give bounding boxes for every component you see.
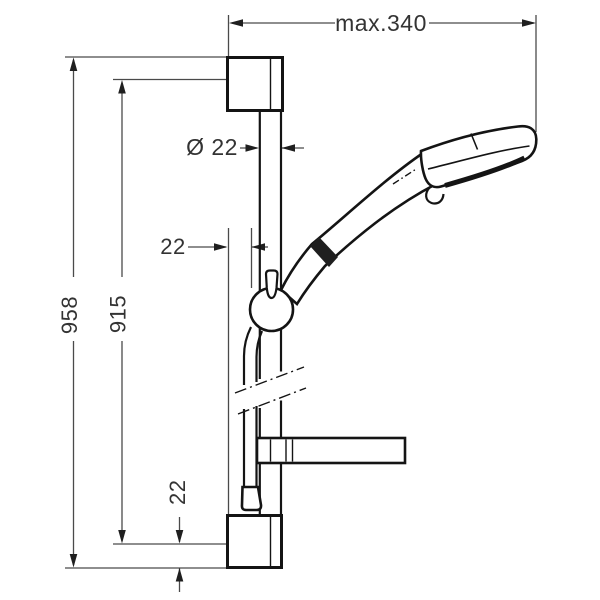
- arrowhead-down: [118, 530, 126, 544]
- bar-height-label: 915: [106, 295, 131, 333]
- head-rim-seam: [427, 145, 530, 170]
- arrowhead-right: [522, 19, 536, 27]
- arrowhead-down: [69, 554, 78, 568]
- arrowhead-left: [251, 243, 265, 251]
- handle-grip-band: [310, 237, 338, 267]
- break-line-upper: [234, 366, 305, 394]
- holder: [248, 269, 295, 333]
- soap-dish: [255, 436, 407, 465]
- dimension-wall-offset: 22: [160, 228, 268, 515]
- arrowhead-up: [69, 57, 78, 71]
- handle-centerline-mark: [392, 167, 418, 185]
- dimension-total-height: 958: [57, 56, 227, 569]
- soap-dish-body: [255, 436, 407, 465]
- handle-body: [279, 151, 438, 306]
- arrowhead-left: [281, 144, 295, 152]
- hand-shower-head: [419, 124, 538, 205]
- dimension-max-width: max.340: [227, 10, 537, 132]
- arrowhead-left: [229, 19, 243, 27]
- head-bottom-lip: [425, 186, 445, 205]
- holder-release-clip: [264, 269, 279, 300]
- hose-right-edge-upper: [255, 330, 264, 382]
- dimension-bottom-offset: 22: [165, 480, 190, 592]
- break-symbol: [234, 366, 307, 415]
- hose-conical-nut: [240, 485, 263, 512]
- hose-left-edge-upper: [242, 326, 252, 385]
- arrowhead-right: [245, 144, 259, 152]
- wall-offset-label: 22: [160, 234, 185, 259]
- arrowhead-right: [214, 243, 228, 251]
- arrowhead-down: [175, 530, 184, 544]
- arrowhead-up: [175, 568, 184, 582]
- break-line-lower: [237, 387, 307, 415]
- head-top-seam: [470, 133, 479, 150]
- top-wall-bracket: [226, 56, 284, 112]
- arrowhead-up: [118, 80, 126, 94]
- max-width-label: max.340: [335, 10, 427, 36]
- shower-rail-set: [226, 56, 538, 569]
- spray-face-shaded-edge: [444, 155, 526, 188]
- bottom-offset-label: 22: [165, 480, 190, 505]
- top-bracket-body: [226, 56, 284, 112]
- bottom-bracket-body: [226, 514, 283, 569]
- hand-shower-handle: [279, 151, 438, 306]
- total-height-label: 958: [57, 296, 82, 334]
- bottom-wall-bracket: [226, 514, 283, 569]
- bar-diameter-label: Ø 22: [186, 134, 238, 160]
- dimension-bar-height: 915: [106, 78, 226, 545]
- dimension-bar-diameter: Ø 22: [186, 134, 304, 160]
- shower-hose: [240, 326, 264, 512]
